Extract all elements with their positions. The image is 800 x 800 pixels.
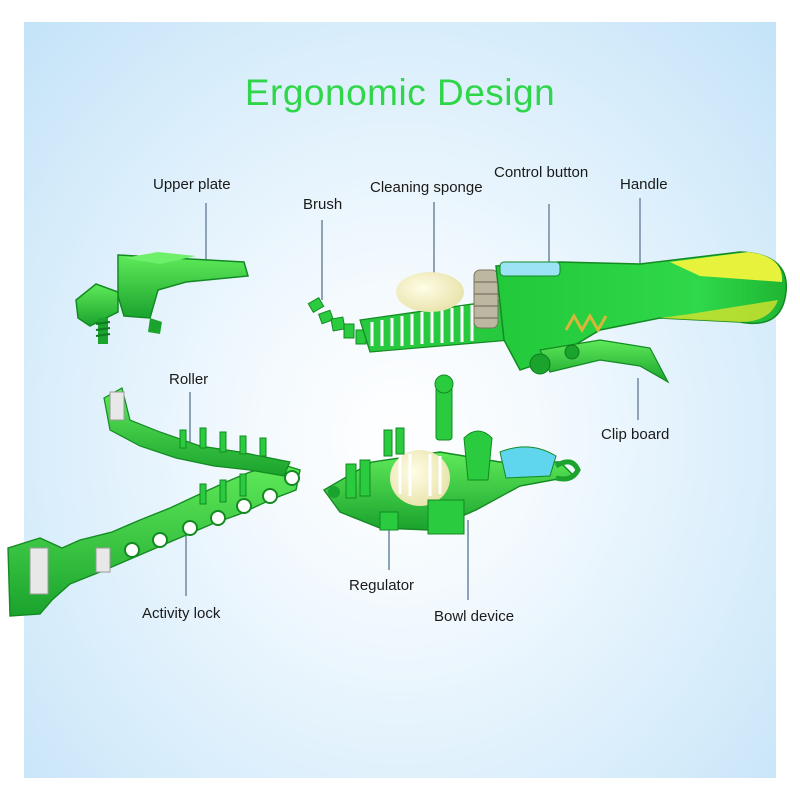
brush-handle-part [307, 251, 787, 384]
roller-chain-part [7, 387, 301, 617]
label-activity-lock: Activity lock [142, 605, 221, 622]
label-cleaning-sponge: Cleaning sponge [370, 179, 483, 196]
label-control-button: Control button [494, 164, 589, 181]
bowl-device-part [322, 374, 581, 535]
label-roller: Roller [169, 371, 209, 388]
label-bowl-device: Bowl device [434, 608, 515, 625]
upper-plate-part [75, 252, 249, 344]
label-regulator: Regulator [349, 577, 415, 594]
label-handle: Handle [620, 176, 668, 193]
background-panel [24, 22, 776, 778]
label-brush: Brush [303, 196, 343, 213]
label-upper-plate: Upper plate [153, 176, 231, 193]
label-clip-board: Clip board [601, 426, 670, 443]
leader-lines [185, 198, 641, 600]
page-title: Ergonomic Design [244, 72, 556, 113]
